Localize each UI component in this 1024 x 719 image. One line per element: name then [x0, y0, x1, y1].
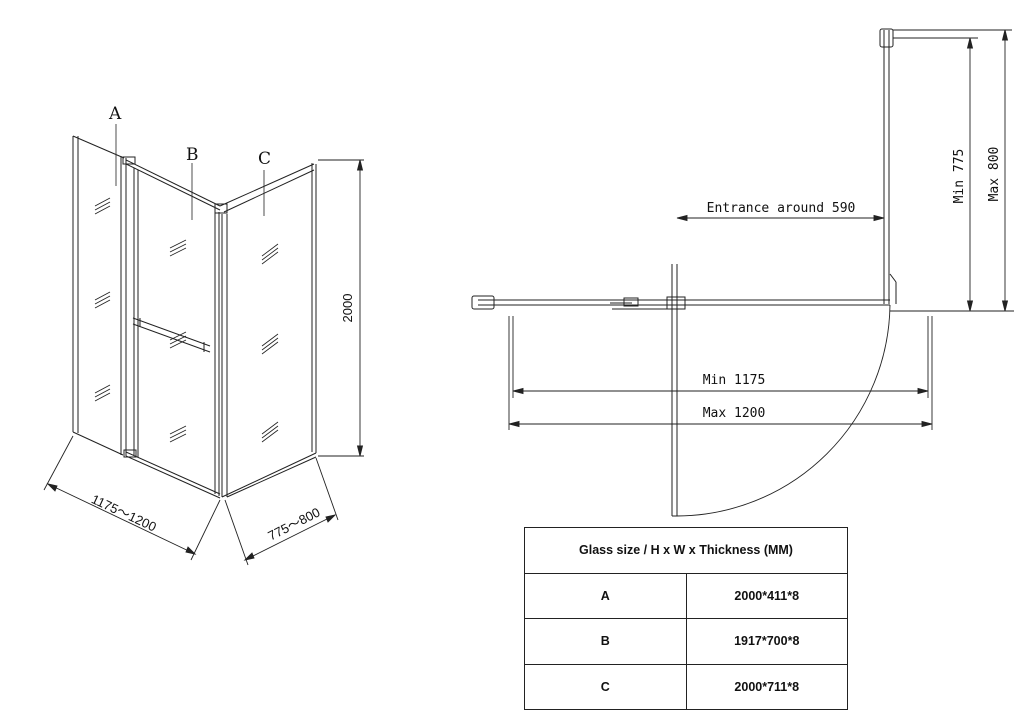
table-cell-size: 2000*711*8 [685, 663, 848, 710]
max-width-dimension [508, 316, 933, 430]
table-cell-size: 2000*411*8 [685, 572, 848, 619]
door-plan [671, 264, 678, 517]
table-row: B 1917*700*8 [524, 618, 848, 665]
table-cell-panel: B [524, 618, 687, 665]
plan-view [471, 28, 1014, 517]
perspective-view [43, 124, 364, 566]
side-panel-plan [879, 28, 897, 304]
min-width-label: Min 1175 [703, 373, 766, 388]
entrance-label: Entrance around 590 [707, 201, 856, 216]
table-cell-panel: C [524, 663, 687, 710]
table-row: A 2000*411*8 [524, 572, 848, 619]
max-depth-label: Max 800 [987, 147, 1002, 202]
min-width-dimension [512, 316, 929, 398]
front-panels-plan [471, 295, 1014, 312]
min-depth-dimension [893, 37, 978, 312]
min-depth-label: Min 775 [952, 149, 967, 204]
width-dimension [43, 435, 221, 561]
panel-c-outline [214, 163, 317, 498]
panel-a-label: A [108, 104, 122, 124]
glass-size-table: Glass size / H x W x Thickness (MM) A 20… [524, 527, 848, 710]
panel-b-label: B [186, 145, 199, 165]
glass-reflections [94, 197, 279, 443]
max-depth-dimension [893, 29, 1012, 312]
table-cell-size: 1917*700*8 [685, 618, 848, 665]
panel-c-label: C [258, 149, 271, 169]
towel-bar [132, 317, 211, 353]
table-cell-panel: A [524, 572, 687, 619]
max-width-label: Max 1200 [703, 406, 766, 421]
table-header-row: Glass size / H x W x Thickness (MM) [524, 527, 848, 574]
label-leaders [115, 124, 265, 220]
door-swing-arc [676, 304, 891, 517]
entrance-dimension [676, 214, 885, 222]
height-dimension [318, 159, 364, 457]
depth-dimension [224, 457, 339, 566]
table-row: C 2000*711*8 [524, 663, 848, 710]
table-header: Glass size / H x W x Thickness (MM) [524, 527, 848, 574]
height-dim-label: 2000 [340, 294, 355, 323]
depth-dim-label: 775～800 [265, 505, 322, 544]
panel-b-outline [122, 156, 221, 499]
panel-a-outline [72, 135, 127, 456]
width-dim-label: 1175～1200 [89, 491, 159, 534]
